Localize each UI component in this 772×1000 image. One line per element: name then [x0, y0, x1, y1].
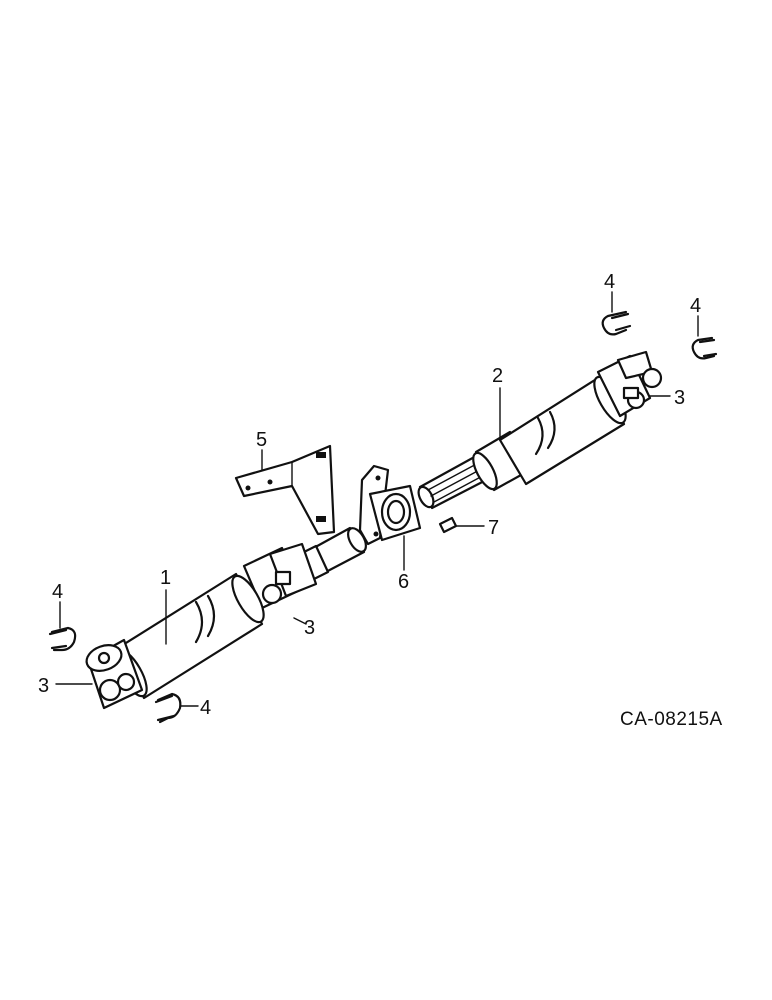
rear-driveshaft	[417, 350, 663, 510]
callout-5: 5	[256, 429, 267, 451]
callout-4-bottom: 4	[200, 697, 211, 719]
support-bracket	[234, 444, 336, 536]
callout-4-top-right: 4	[690, 295, 701, 317]
leader-lines	[55, 291, 699, 707]
callout-3-right: 3	[674, 387, 685, 409]
u-bolt-top-left	[601, 310, 632, 336]
callout-7: 7	[488, 517, 499, 539]
u-bolt-bottom	[154, 692, 182, 724]
callout-3-left: 3	[38, 675, 49, 697]
callout-1: 1	[160, 567, 171, 589]
callout-3-center: 3	[304, 617, 315, 639]
callout-6: 6	[398, 571, 409, 593]
callout-4-left: 4	[52, 581, 63, 603]
callout-4-top-left: 4	[604, 271, 615, 293]
front-driveshaft	[85, 526, 367, 710]
u-bolt-bottom-left	[48, 626, 77, 652]
grease-fitting	[438, 516, 458, 534]
u-bolt-top-right	[691, 336, 718, 360]
drawing-number: CA-08215A	[620, 709, 723, 730]
center-bearing	[358, 464, 422, 546]
callout-labels: 2 1 5 6 7 4 4 4 4 3 3 3	[38, 271, 701, 719]
callout-2: 2	[492, 365, 503, 387]
